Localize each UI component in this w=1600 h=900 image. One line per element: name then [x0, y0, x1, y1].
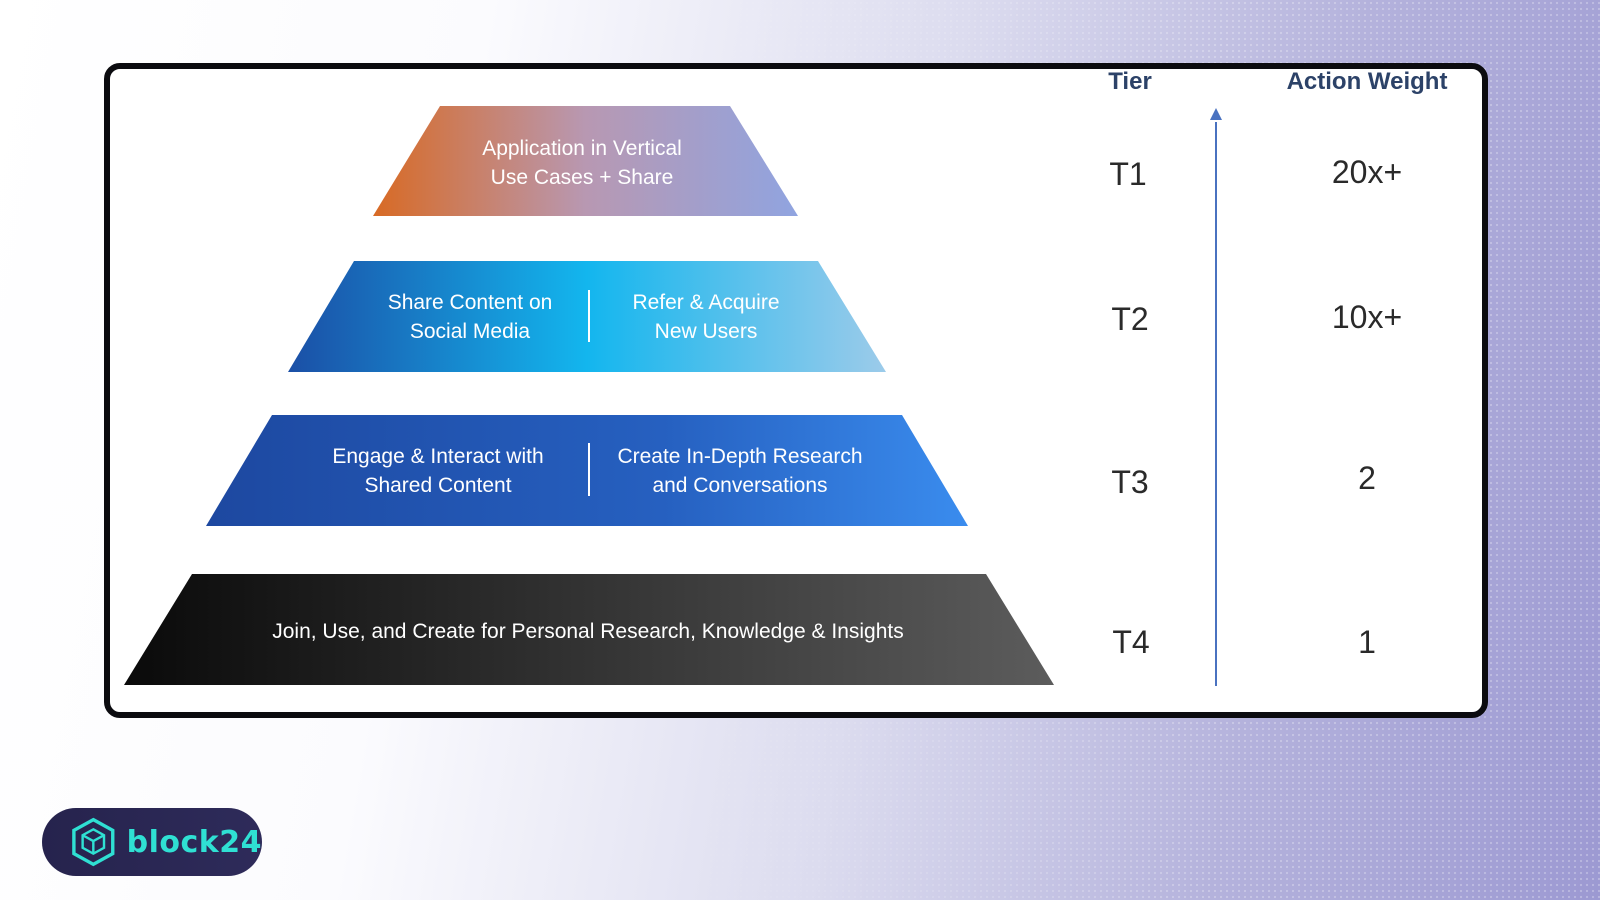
action-weight-t4: 1 — [1358, 624, 1376, 660]
level-2-right-line2: New Users — [655, 320, 758, 343]
action-weight-t1: 20x+ — [1331, 154, 1403, 190]
pyramid-level-2 — [288, 261, 886, 372]
level-3-right-line2: and Conversations — [652, 474, 827, 497]
level-3-right-line1: Create In-Depth Research — [617, 445, 862, 468]
brand-badge: block24 — [42, 808, 262, 876]
level-2-left-line2: Social Media — [410, 320, 531, 343]
action-weight-t3: 2 — [1358, 460, 1376, 496]
pyramid-level-3 — [206, 415, 968, 526]
level-1-text-line1: Application in Vertical — [482, 137, 682, 160]
level-3-left-line1: Engage & Interact with — [332, 445, 543, 468]
level-1-text-line2: Use Cases + Share — [491, 166, 674, 189]
cube-icon — [72, 817, 115, 867]
action-weight-column-header: Action Weight — [1286, 68, 1448, 95]
pyramid-level-4 — [124, 574, 1054, 685]
level-2-left-line1: Share Content on — [388, 291, 553, 314]
tier-label-t1: T1 — [1109, 156, 1147, 192]
tier-label-t3: T3 — [1111, 464, 1149, 500]
level-3-left-line2: Shared Content — [364, 474, 511, 497]
tier-label-t2: T2 — [1111, 301, 1149, 337]
tier-arrow-head — [1210, 108, 1222, 120]
tier-column-header: Tier — [1108, 68, 1152, 95]
pyramid-level-1 — [373, 106, 798, 216]
level-4-text: Join, Use, and Create for Personal Resea… — [272, 620, 904, 643]
brand-name: block24 — [126, 824, 262, 860]
action-weight-t2: 10x+ — [1331, 299, 1403, 335]
level-2-right-line1: Refer & Acquire — [632, 291, 779, 314]
tier-label-t4: T4 — [1112, 624, 1150, 660]
